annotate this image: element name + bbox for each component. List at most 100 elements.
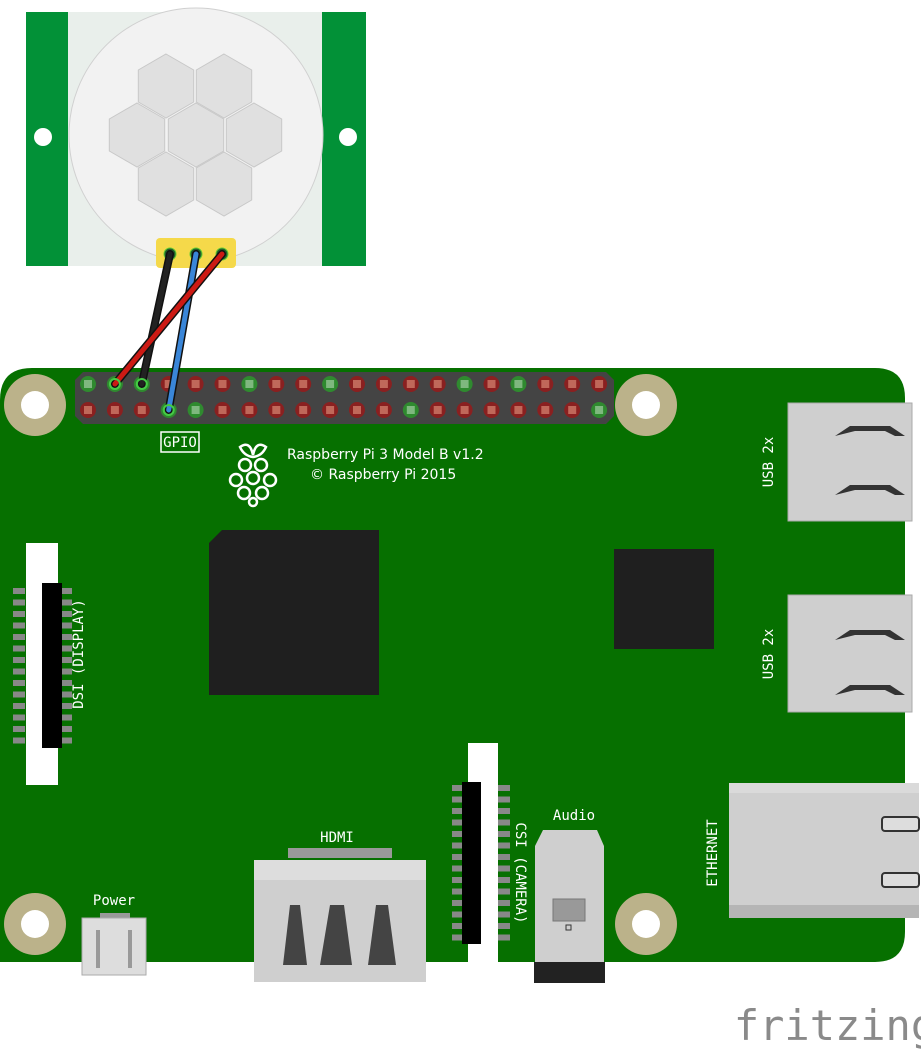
csi-connector[interactable] (452, 743, 510, 962)
lan-chip (614, 549, 714, 649)
pin-pad (568, 406, 577, 414)
pin-pad (406, 380, 415, 388)
connector-tooth (498, 865, 510, 872)
pin-pad (84, 406, 92, 414)
connector-tooth (60, 588, 72, 594)
lens-segment (137, 53, 195, 119)
connector-tooth (13, 668, 25, 675)
connector-tooth (498, 877, 510, 883)
connector-tooth (498, 888, 510, 895)
pin-pad (191, 406, 200, 414)
connector-tooth (452, 854, 462, 860)
connector-tooth (498, 831, 510, 837)
mount-hole-center (632, 910, 660, 938)
connector-tooth (13, 703, 25, 709)
pin-pad (110, 406, 119, 414)
pin-pad (299, 406, 308, 414)
hdmi-port[interactable] (254, 848, 426, 982)
connector-tooth (498, 934, 510, 941)
pin-pad (191, 380, 200, 388)
connector-tooth (13, 622, 25, 629)
pin-pad (84, 380, 92, 388)
gpio-label-box (160, 431, 200, 453)
connector-tooth (498, 785, 510, 791)
connector-tooth (60, 714, 72, 721)
soc-chip (209, 530, 379, 695)
usb-port-1[interactable] (787, 402, 913, 522)
connector-tooth (13, 645, 25, 652)
connector-tooth (452, 842, 462, 849)
connector-tooth (452, 785, 462, 791)
pin-pad (218, 380, 227, 388)
connector-tooth (452, 900, 462, 906)
pin-pad (272, 406, 281, 414)
connector-tooth (452, 877, 462, 883)
pin-pad (299, 380, 308, 388)
connector-tooth (498, 796, 510, 803)
pin-pad (353, 406, 361, 414)
connector-tooth (498, 808, 510, 814)
usb-port-2[interactable] (787, 594, 913, 713)
connector-tooth (60, 657, 72, 663)
connector-tooth (452, 923, 462, 929)
audio-jack[interactable] (534, 830, 605, 983)
usb-label-2: USB 2x (761, 629, 777, 680)
lens-segment (137, 151, 195, 217)
wire-power[interactable] (112, 251, 225, 387)
pin-pad (326, 406, 335, 414)
connector-tooth (60, 634, 72, 640)
pin-pad (218, 406, 227, 414)
pin-pad (541, 380, 550, 388)
mount-hole (339, 128, 357, 146)
connector-tooth (452, 934, 462, 941)
connector-tooth (452, 911, 462, 918)
connector-tooth (13, 680, 25, 686)
connector-tooth (13, 657, 25, 663)
mount-hole-center (632, 391, 660, 419)
pin-pad (379, 406, 388, 414)
pin-pad (541, 406, 550, 414)
connector-tooth (452, 796, 462, 803)
connector-tooth (13, 634, 25, 640)
pin-pad (245, 406, 254, 414)
pin-pad (568, 380, 577, 388)
wires (108, 250, 226, 416)
audio-label: Audio (553, 808, 595, 824)
raspberry-pi-board: GPIO Raspberry Pi 3 Model B v1.2 © Raspb… (0, 368, 920, 983)
power-port[interactable] (81, 913, 147, 976)
connector-tooth (60, 645, 72, 652)
pin-pad (164, 380, 173, 388)
connector-tooth (452, 888, 462, 895)
connector-tooth (13, 737, 25, 744)
pin-pad (460, 380, 469, 388)
pin-pad (487, 380, 496, 388)
connector-tooth (498, 854, 510, 860)
pin-pad (514, 406, 523, 414)
connector-tooth (13, 611, 25, 617)
connector-tooth (498, 923, 510, 929)
lens-segment (195, 151, 253, 217)
wire-signal[interactable] (166, 251, 199, 413)
raspberry-logo-icon (228, 443, 278, 508)
ethernet-port[interactable] (729, 783, 920, 918)
connector-tooth (452, 819, 462, 826)
wire-ground[interactable] (139, 251, 173, 387)
pin-pad (379, 380, 388, 388)
csi-label: CSI (CAMERA) (512, 822, 528, 923)
pin-pad (460, 406, 469, 414)
connector-tooth (60, 703, 72, 709)
connector-tooth (60, 726, 72, 732)
connector-tooth (13, 691, 25, 698)
connector-tooth (13, 714, 25, 721)
mount-hole-center (21, 391, 49, 419)
connector-tooth (498, 911, 510, 918)
pin-pad (326, 380, 335, 388)
connector-tooth (452, 865, 462, 872)
connector-tooth (498, 842, 510, 849)
hdmi-label: HDMI (320, 830, 354, 846)
dsi-connector[interactable] (13, 543, 72, 785)
connector-tooth (498, 819, 510, 826)
connector-tooth (60, 668, 72, 675)
connector-tooth (60, 691, 72, 698)
